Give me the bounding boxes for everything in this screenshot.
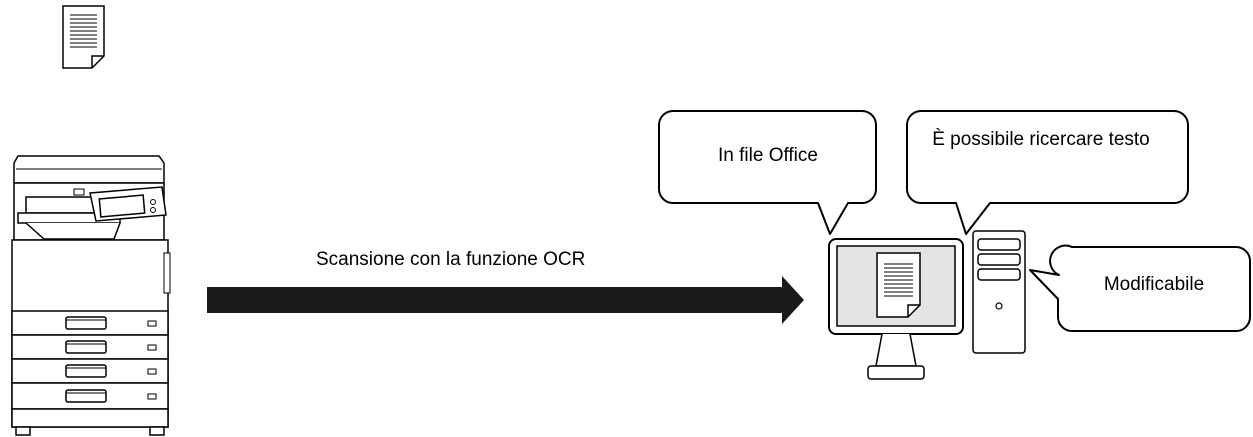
pc-tower-icon xyxy=(972,230,1026,354)
bubble-3-shape xyxy=(1029,244,1251,332)
arrow-label: Scansione con la funzione OCR xyxy=(316,249,586,270)
screen-document-icon xyxy=(876,252,921,318)
bubble-1-text: In file Office xyxy=(718,145,818,166)
scan-arrow xyxy=(207,276,804,324)
bubble-3-text: Modificabile xyxy=(1103,274,1205,295)
mfp-printer-icon xyxy=(11,155,171,436)
bubble-2-shape xyxy=(906,110,1189,235)
bubble-2-text: È possibile ricercare testo xyxy=(932,129,1150,150)
bubble-1-shape xyxy=(658,110,877,235)
document-icon xyxy=(62,5,105,69)
monitor-icon xyxy=(828,238,964,380)
